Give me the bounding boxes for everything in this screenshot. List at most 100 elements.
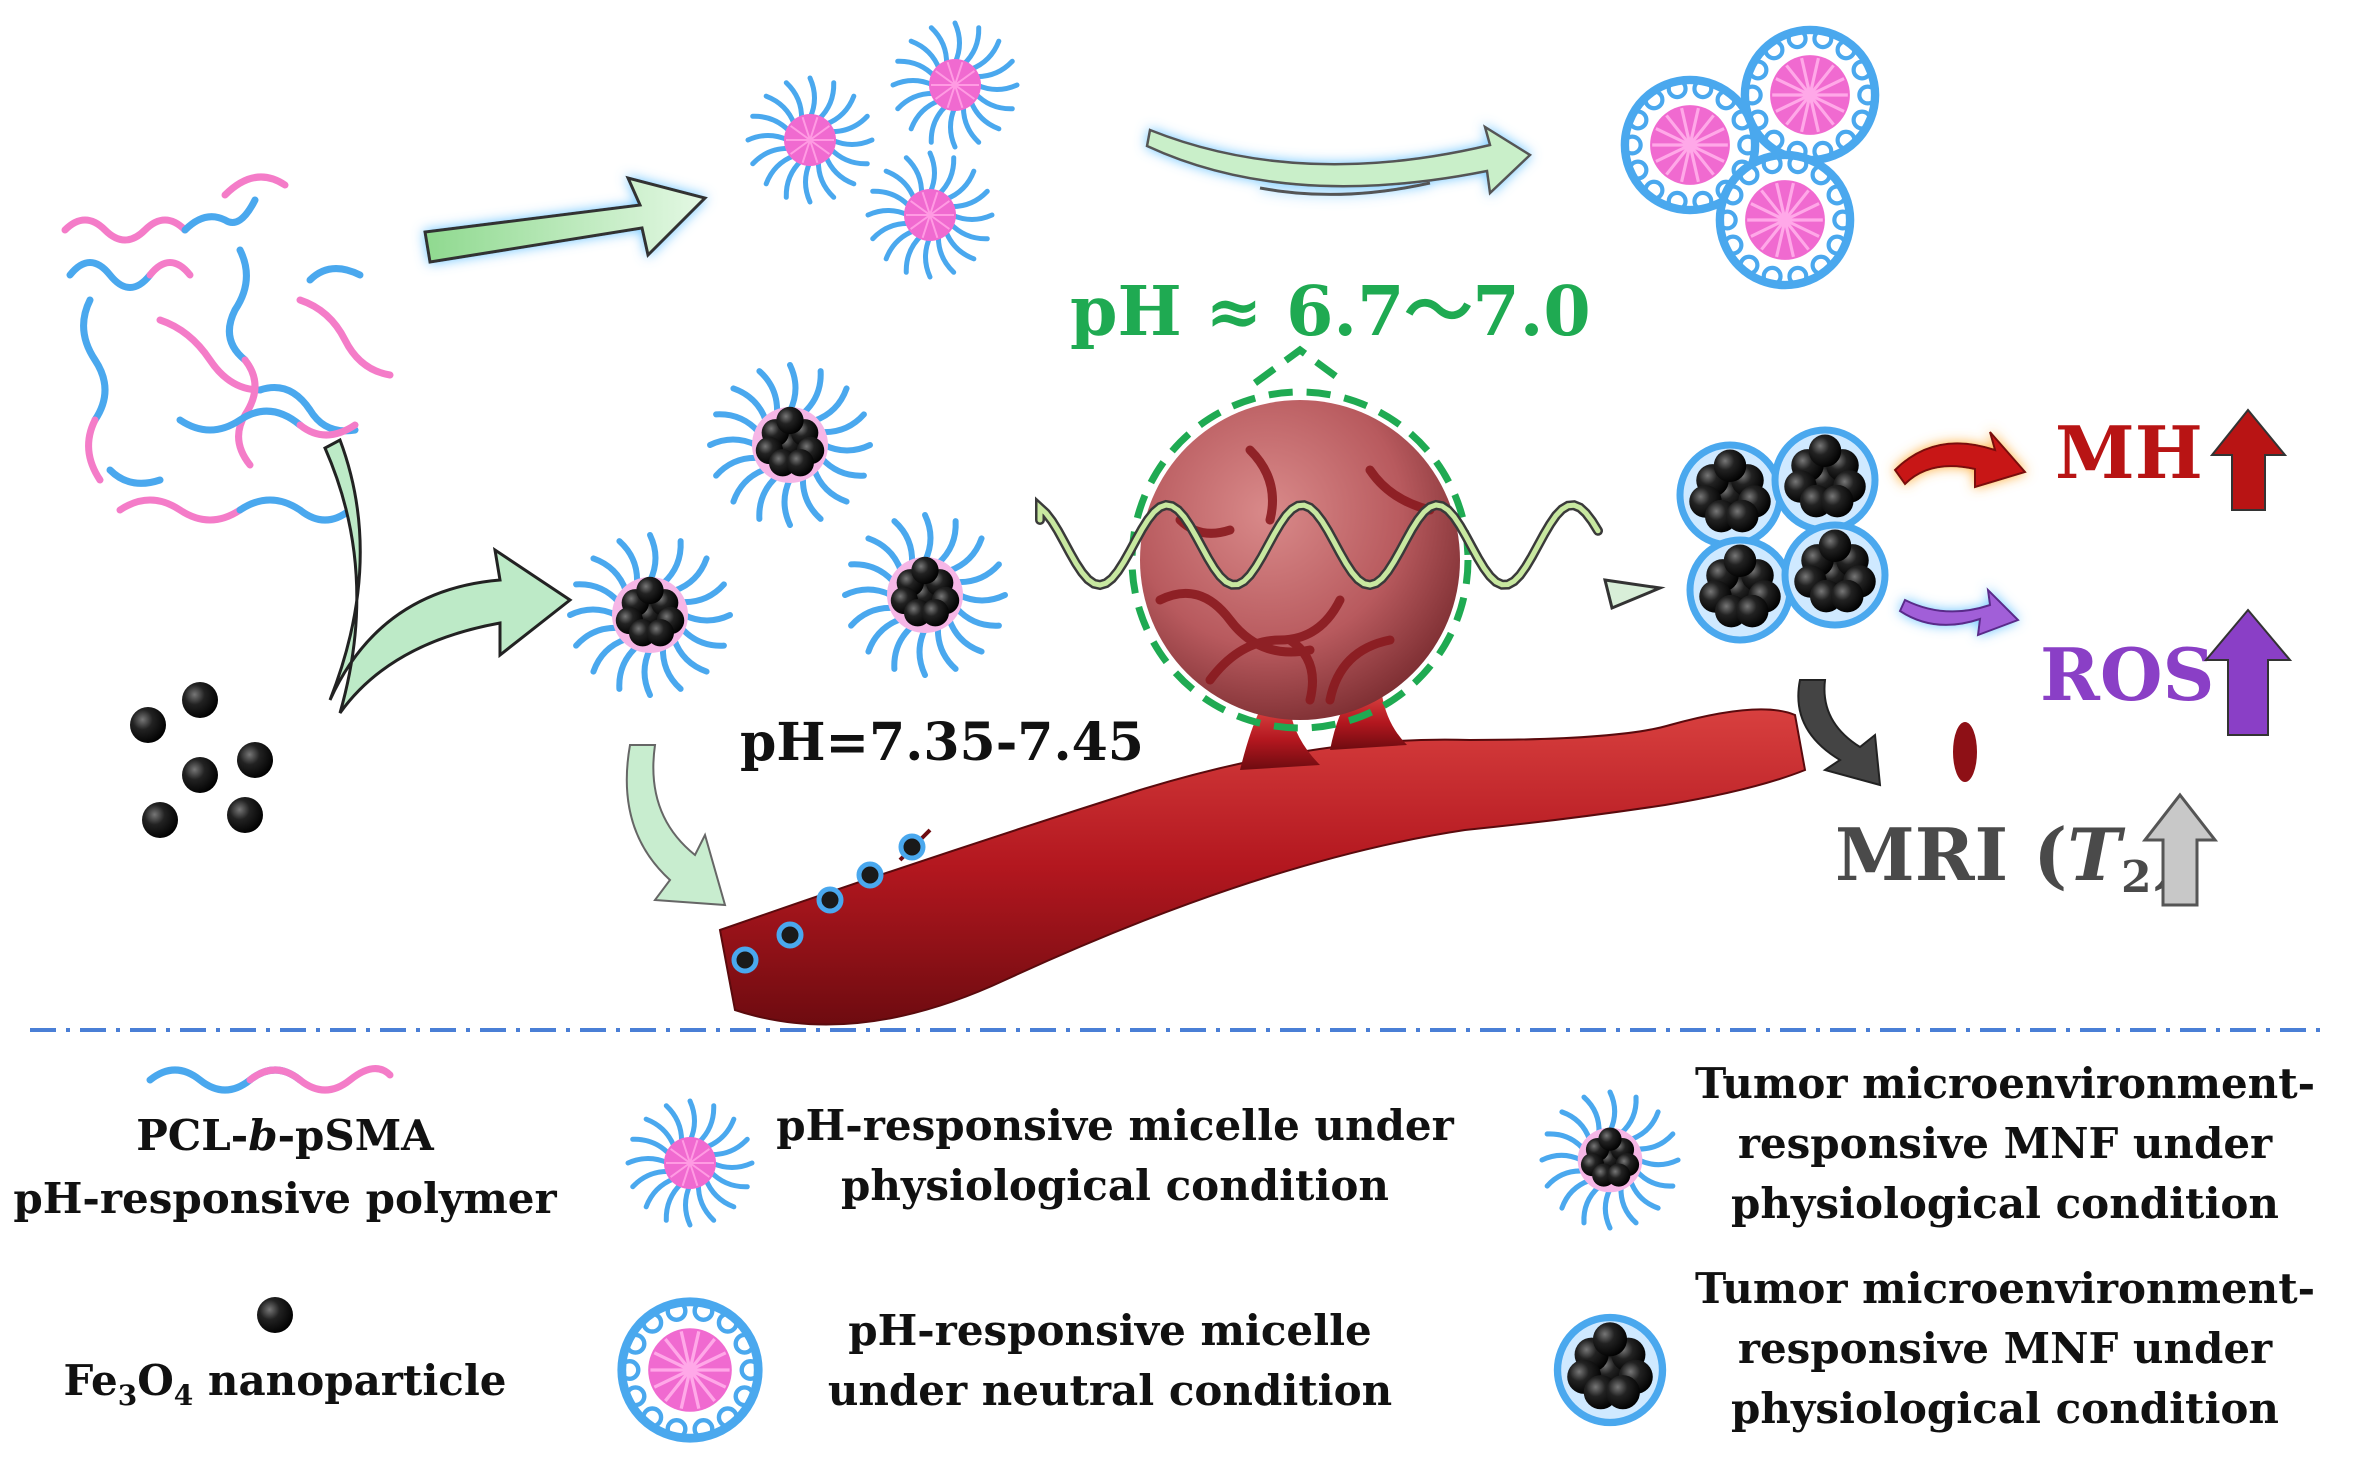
mnf (567, 532, 733, 698)
legend-np-sub1: 3 (118, 1379, 137, 1412)
aggregated-mnf (1553, 1313, 1667, 1427)
aggregated-micelle (1740, 25, 1880, 165)
legend-mnf-agg-line2: responsive MNF under (1738, 1324, 2273, 1373)
legend-np-sub2: 4 (174, 1379, 193, 1412)
vessel-particle (731, 946, 759, 974)
legend-np-o: O (137, 1356, 174, 1405)
arrow-into-vessel (625, 744, 727, 907)
micelle (745, 75, 875, 205)
legend-np-label: Fe3O4 nanoparticle (63, 1356, 506, 1412)
fe3o4-particle (776, 406, 804, 435)
fe3o4-particle (142, 802, 178, 838)
mh-arrow (1893, 431, 2027, 489)
legend-mnf (1539, 1089, 1681, 1231)
aggregated-mnf (1676, 441, 1784, 549)
mnf-aggregated (1676, 426, 1889, 644)
legend-micelle (625, 1098, 755, 1228)
fe3o4-particle (646, 619, 674, 647)
fe3o4-particle (1726, 499, 1759, 533)
aggregated-mnf (1771, 426, 1879, 534)
vessel-particle (816, 886, 844, 914)
tumor (1128, 345, 1472, 732)
mh-up-arrow (2209, 408, 2288, 511)
mh-label: MH (2055, 410, 2203, 495)
mri-label-prefix: MRI ( (1835, 812, 2067, 897)
legend-polymer-icon (146, 1065, 394, 1094)
legend-micelle-phys-icon (625, 1098, 755, 1228)
legend-polymer-line1: PCL-b-pSMA (136, 1111, 435, 1160)
fe3o4-particle (921, 599, 949, 627)
fe3o4-particle (1736, 594, 1769, 628)
ros-up-arrow (2203, 608, 2293, 736)
alternating-magnetic-field-wave (1035, 496, 1666, 611)
arrow-to-mnf (323, 437, 573, 714)
legend-mnf-phys-line3: physiological condition (1731, 1179, 2279, 1228)
arrow-to-micelles (423, 175, 708, 264)
legend-mnf-phys-line1: Tumor microenvironment- (1695, 1059, 2315, 1108)
legend-np-post: nanoparticle (193, 1356, 506, 1405)
polymer-tangle (61, 173, 394, 524)
fe3o4-particle (182, 682, 218, 718)
legend-micelle-phys-line2: physiological condition (841, 1161, 1389, 1210)
micelle (865, 150, 995, 280)
tumor-ph-label: pH ≈ 6.7～7.0 (1070, 272, 1591, 352)
mnf (842, 512, 1008, 678)
mnf (707, 362, 873, 528)
fe3o4-nanoparticles (130, 682, 273, 838)
vessel-particle (856, 861, 884, 889)
legend-micelle-phys-line1: pH-responsive micelle under (776, 1101, 1454, 1150)
mri-label-sub: 2 (2121, 852, 2152, 903)
legend-mnf-phys-icon (1539, 1089, 1681, 1231)
legend: PCL-b-pSMA pH-responsive polymer Fe3O4 n… (13, 1059, 2315, 1443)
legend-mnf-phys-line2: responsive MNF under (1738, 1119, 2273, 1168)
fe3o4-particle (1818, 529, 1852, 562)
fe3o4-particle (1821, 484, 1854, 518)
mri-label-t: T (2067, 812, 2125, 897)
vessel-mnf-particles (731, 833, 926, 974)
mri-arrow (1797, 679, 1882, 787)
legend-micelle-neutral-line1: pH-responsive micelle (848, 1306, 1372, 1355)
fe3o4-particle (1605, 1375, 1640, 1410)
fe3o4-particle (1723, 544, 1757, 577)
fe3o4-particle (636, 576, 664, 605)
legend-np-fe: Fe (63, 1356, 117, 1405)
blood-ph-label: pH=7.35-7.45 (740, 712, 1144, 773)
legend-polymer-line2: pH-responsive polymer (13, 1174, 557, 1223)
arrow-to-aggregates (1145, 124, 1533, 196)
aggregated-mnf (1781, 521, 1889, 629)
mri-up-arrow (2141, 792, 2219, 907)
ros-label: ROS (2040, 632, 2215, 717)
legend-mnf-agg-line1: Tumor microenvironment- (1695, 1264, 2315, 1313)
fe3o4-particle (130, 707, 166, 743)
legend-micelle-neutral-line2: under neutral condition (828, 1366, 1392, 1415)
mnf-physiological (567, 362, 1008, 698)
legend-np-icon (257, 1297, 293, 1333)
micelle (890, 20, 1020, 150)
fe3o4-particle (1592, 1322, 1628, 1357)
aggregated-micelle (1715, 150, 1855, 290)
fe3o4-particle (182, 757, 218, 793)
aggregated-micelle (617, 1297, 763, 1443)
micelles-aggregated-neutral (1620, 25, 1880, 290)
fe3o4-particle (237, 742, 273, 778)
fe3o4-particle (1831, 579, 1864, 613)
legend-polymer-line1-post: -pSMA (278, 1111, 436, 1160)
micelles-physiological (745, 20, 1020, 280)
legend-mnf-agg-line3: physiological condition (1731, 1384, 2279, 1433)
vessel-particle (898, 833, 926, 861)
fe3o4-particle (1607, 1163, 1631, 1187)
fe3o4-particle (911, 556, 939, 585)
ros-arrow (1898, 587, 2020, 637)
fe3o4-particle (1598, 1127, 1622, 1151)
legend-mnf-agg-icon (1553, 1313, 1667, 1427)
fe3o4-particle (1808, 434, 1842, 467)
fe3o4-particle (786, 449, 814, 477)
legend-micelle-neutral-icon (617, 1297, 763, 1443)
blood-vessel (718, 695, 1977, 1026)
fe3o4-particle (227, 797, 263, 833)
mri-label: MRI (T2) (1835, 812, 2186, 903)
legend-polymer-line1-pre: PCL- (136, 1111, 248, 1160)
legend-polymer-line1-italic: b (248, 1111, 277, 1160)
aggregated-mnf (1686, 536, 1794, 644)
